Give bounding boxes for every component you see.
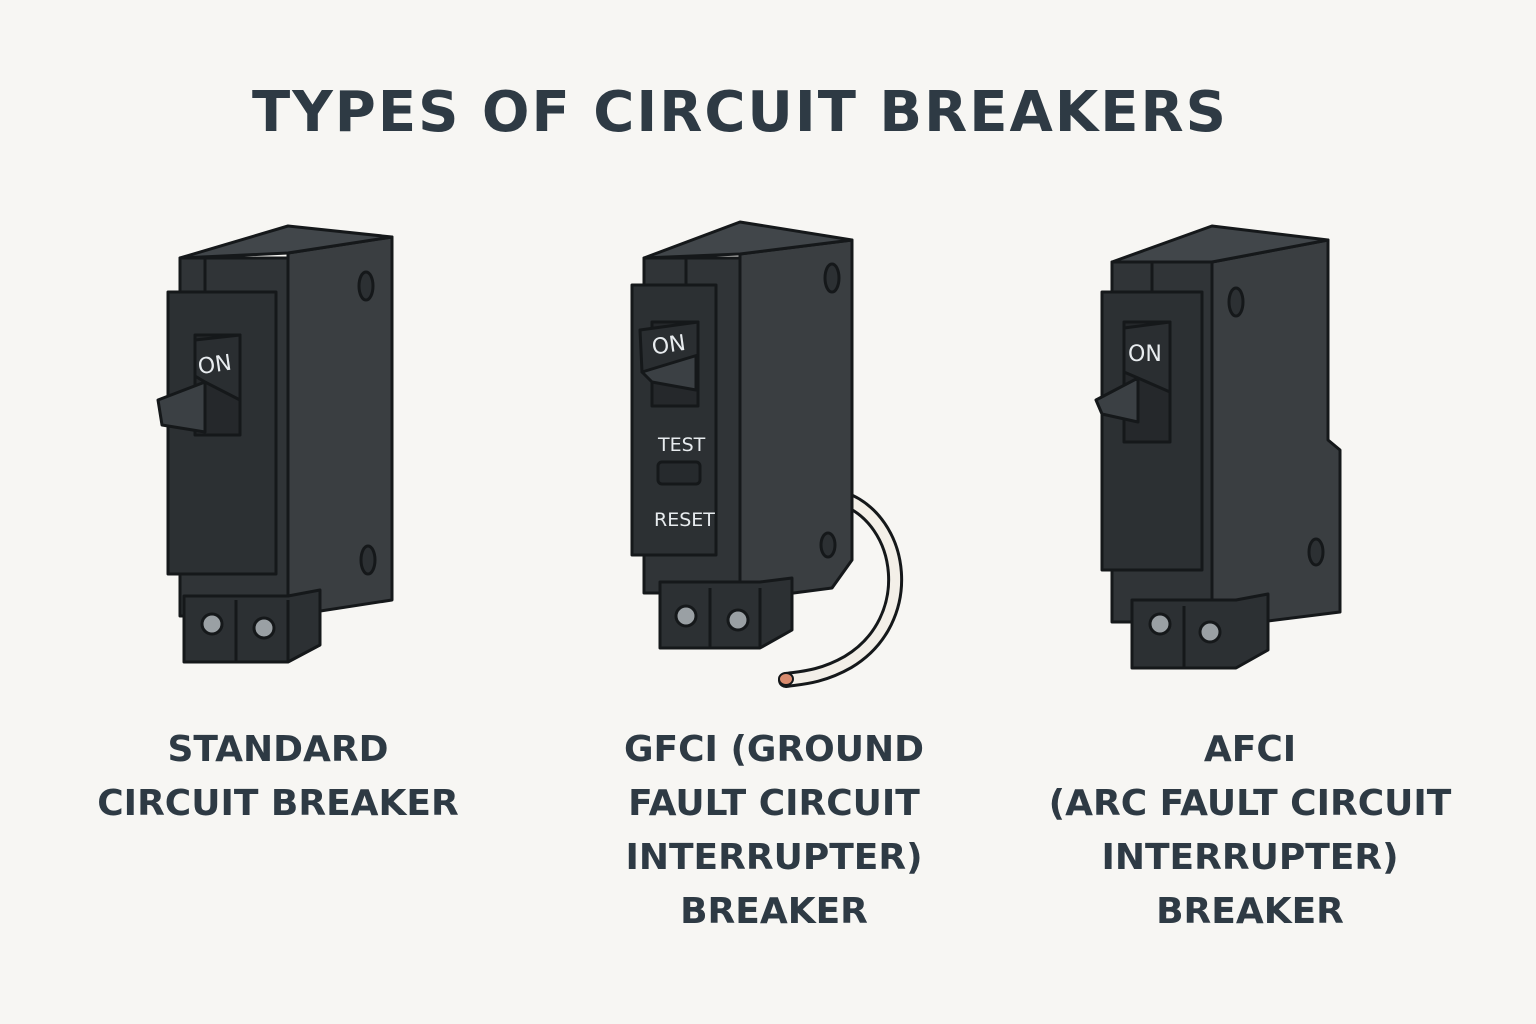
caption-line: INTERRUPTER) bbox=[1101, 837, 1399, 878]
standard-mount-hole-bottom bbox=[359, 544, 377, 576]
standard-breaker-top-face bbox=[178, 224, 394, 260]
afci-terminal-screw-right bbox=[1198, 620, 1222, 644]
caption-standard-breaker: STANDARD CIRCUIT BREAKER bbox=[58, 723, 498, 831]
standard-terminal-block bbox=[182, 588, 322, 664]
caption-line: INTERRUPTER) bbox=[625, 837, 923, 878]
afci-switch-toggle[interactable] bbox=[1094, 320, 1172, 444]
standard-mount-hole-top bbox=[357, 270, 375, 302]
gfci-terminal-screw-right bbox=[726, 608, 750, 632]
gfci-breaker-top-face bbox=[642, 220, 854, 260]
gfci-reset-label: RESET bbox=[654, 509, 715, 531]
gfci-mount-hole-top bbox=[823, 262, 841, 294]
caption-line: GFCI (GROUND bbox=[623, 729, 925, 770]
gfci-switch-label: ON bbox=[650, 331, 687, 360]
caption-line: STANDARD bbox=[167, 729, 389, 770]
gfci-terminal-screw-left bbox=[674, 604, 698, 628]
page-title: TYPES OF CIRCUIT BREAKERS bbox=[252, 80, 1228, 145]
gfci-breaker bbox=[630, 220, 903, 688]
caption-line: AFCI bbox=[1203, 729, 1297, 770]
standard-switch-label: ON bbox=[196, 351, 233, 380]
standard-terminal-screw-right bbox=[252, 616, 276, 640]
gfci-test-button[interactable] bbox=[656, 460, 702, 486]
afci-breaker bbox=[1094, 224, 1342, 670]
standard-breaker bbox=[156, 224, 394, 664]
caption-line: CIRCUIT BREAKER bbox=[97, 783, 459, 824]
caption-afci-breaker: AFCI (ARC FAULT CIRCUIT INTERRUPTER) BRE… bbox=[1030, 723, 1470, 939]
afci-mount-hole-bottom bbox=[1307, 537, 1325, 567]
standard-terminal-screw-left bbox=[200, 612, 224, 636]
gfci-mount-hole-bottom bbox=[819, 531, 837, 559]
gfci-test-label: TEST bbox=[657, 434, 706, 456]
gfci-wire-copper-tip bbox=[778, 672, 794, 686]
afci-terminal-screw-left bbox=[1148, 612, 1172, 636]
gfci-switch-toggle[interactable] bbox=[638, 320, 700, 408]
caption-line: BREAKER bbox=[680, 891, 868, 932]
caption-line: FAULT CIRCUIT bbox=[628, 783, 920, 824]
caption-line: (ARC FAULT CIRCUIT bbox=[1048, 783, 1452, 824]
caption-gfci-breaker: GFCI (GROUND FAULT CIRCUIT INTERRUPTER) … bbox=[554, 723, 994, 939]
afci-switch-label: ON bbox=[1128, 342, 1162, 367]
afci-mount-hole-top bbox=[1227, 286, 1245, 318]
standard-switch-toggle[interactable] bbox=[156, 333, 242, 437]
caption-line: BREAKER bbox=[1156, 891, 1344, 932]
